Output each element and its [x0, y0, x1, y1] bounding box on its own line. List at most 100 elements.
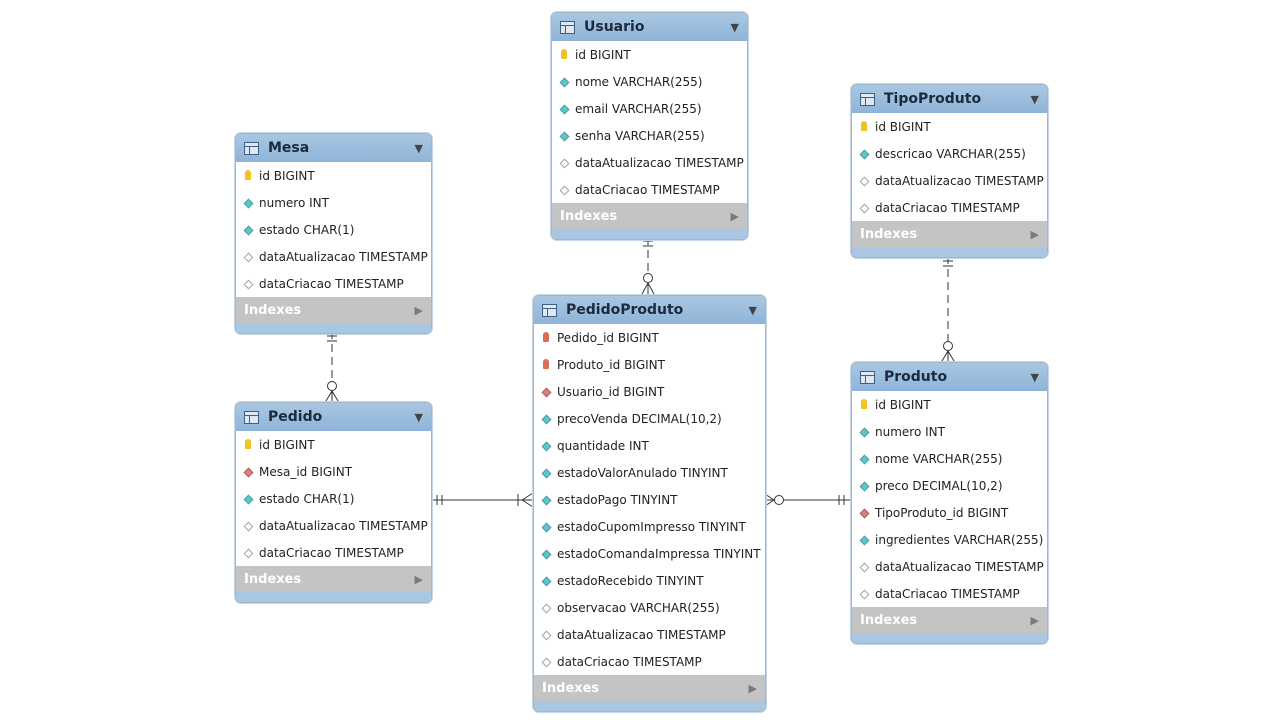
column-label: id BIGINT: [575, 47, 631, 62]
column-row[interactable]: numero INT: [852, 418, 1047, 445]
indexes-section[interactable]: Indexes ▶: [236, 297, 431, 323]
table-usuario[interactable]: Usuario ▼ id BIGINT nome VARCHAR(255) emai…: [551, 12, 748, 240]
chevron-down-icon[interactable]: ▼: [414, 141, 423, 155]
nullable-column-icon: [243, 250, 253, 264]
column-row[interactable]: dataAtualizacao TIMESTAMP: [236, 243, 431, 270]
column-label: estadoRecebido TINYINT: [557, 573, 704, 588]
column-row[interactable]: dataAtualizacao TIMESTAMP: [534, 621, 765, 648]
expand-arrow-icon[interactable]: ▶: [414, 572, 423, 586]
nullable-column-icon: [559, 183, 569, 197]
table-tipoproduto[interactable]: TipoProduto ▼ id BIGINT descricao VARCHAR…: [851, 84, 1048, 258]
column-row[interactable]: dataCriacao TIMESTAMP: [852, 580, 1047, 607]
column-row[interactable]: dataCriacao TIMESTAMP: [236, 539, 431, 566]
column-label: email VARCHAR(255): [575, 101, 702, 116]
column-label: Usuario_id BIGINT: [557, 384, 665, 399]
column-row[interactable]: dataCriacao TIMESTAMP: [552, 176, 747, 203]
nullable-column-icon: [859, 560, 869, 574]
table-pedidoproduto[interactable]: PedidoProduto ▼ Pedido_id BIGINT Produto_…: [533, 295, 766, 712]
indexes-section[interactable]: Indexes ▶: [236, 566, 431, 592]
chevron-down-icon[interactable]: ▼: [1030, 92, 1039, 106]
column-row[interactable]: estadoCupomImpresso TINYINT: [534, 513, 765, 540]
column-row[interactable]: dataCriacao TIMESTAMP: [852, 194, 1047, 221]
column-row[interactable]: dataCriacao TIMESTAMP: [534, 648, 765, 675]
column-list: id BIGINT descricao VARCHAR(255) dataAtual…: [852, 113, 1047, 221]
expand-arrow-icon[interactable]: ▶: [414, 303, 423, 317]
column-row[interactable]: id BIGINT: [236, 431, 431, 458]
column-row[interactable]: estado CHAR(1): [236, 485, 431, 512]
table-header[interactable]: PedidoProduto ▼: [534, 296, 765, 324]
indexes-section[interactable]: Indexes ▶: [534, 675, 765, 701]
column-row[interactable]: estadoPago TINYINT: [534, 486, 765, 513]
relationship-produto-pedidoproduto: [764, 493, 851, 507]
table-header[interactable]: Mesa ▼: [236, 134, 431, 162]
table-footer: [236, 592, 431, 602]
column-row[interactable]: senha VARCHAR(255): [552, 122, 747, 149]
column-row[interactable]: estado CHAR(1): [236, 216, 431, 243]
table-header[interactable]: Pedido ▼: [236, 403, 431, 431]
column-row[interactable]: id BIGINT: [236, 162, 431, 189]
column-row[interactable]: nome VARCHAR(255): [852, 445, 1047, 472]
column-label: estadoCupomImpresso TINYINT: [557, 519, 746, 534]
column-label: dataCriacao TIMESTAMP: [259, 276, 404, 291]
column-row[interactable]: preco DECIMAL(10,2): [852, 472, 1047, 499]
foreign-key-icon: [243, 465, 253, 479]
not-null-column-icon: [243, 492, 253, 506]
column-row[interactable]: precoVenda DECIMAL(10,2): [534, 405, 765, 432]
column-row[interactable]: estadoValorAnulado TINYINT: [534, 459, 765, 486]
column-row[interactable]: id BIGINT: [852, 391, 1047, 418]
chevron-down-icon[interactable]: ▼: [748, 303, 757, 317]
column-row[interactable]: Usuario_id BIGINT: [534, 378, 765, 405]
column-row[interactable]: id BIGINT: [552, 41, 747, 68]
column-row[interactable]: dataAtualizacao TIMESTAMP: [552, 149, 747, 176]
column-row[interactable]: TipoProduto_id BIGINT: [852, 499, 1047, 526]
chevron-down-icon[interactable]: ▼: [1030, 370, 1039, 384]
column-row[interactable]: dataAtualizacao TIMESTAMP: [852, 167, 1047, 194]
column-row[interactable]: quantidade INT: [534, 432, 765, 459]
not-null-column-icon: [541, 493, 551, 507]
expand-arrow-icon[interactable]: ▶: [730, 209, 739, 223]
table-icon: [560, 20, 575, 34]
table-header[interactable]: TipoProduto ▼: [852, 85, 1047, 113]
indexes-section[interactable]: Indexes ▶: [852, 221, 1047, 247]
nullable-column-icon: [541, 628, 551, 642]
column-row[interactable]: Produto_id BIGINT: [534, 351, 765, 378]
indexes-section[interactable]: Indexes ▶: [552, 203, 747, 229]
chevron-down-icon[interactable]: ▼: [730, 20, 739, 34]
column-row[interactable]: dataAtualizacao TIMESTAMP: [852, 553, 1047, 580]
table-footer: [236, 323, 431, 333]
column-row[interactable]: dataCriacao TIMESTAMP: [236, 270, 431, 297]
column-label: dataCriacao TIMESTAMP: [575, 182, 720, 197]
column-label: observacao VARCHAR(255): [557, 600, 720, 615]
primary-key-icon: [243, 169, 253, 183]
column-row[interactable]: id BIGINT: [852, 113, 1047, 140]
expand-arrow-icon[interactable]: ▶: [748, 681, 757, 695]
table-icon: [244, 410, 259, 424]
indexes-section[interactable]: Indexes ▶: [852, 607, 1047, 633]
column-row[interactable]: descricao VARCHAR(255): [852, 140, 1047, 167]
not-null-column-icon: [859, 533, 869, 547]
table-header[interactable]: Usuario ▼: [552, 13, 747, 41]
column-label: descricao VARCHAR(255): [875, 146, 1026, 161]
column-row[interactable]: Mesa_id BIGINT: [236, 458, 431, 485]
table-footer: [852, 247, 1047, 257]
expand-arrow-icon[interactable]: ▶: [1030, 613, 1039, 627]
not-null-column-icon: [541, 520, 551, 534]
column-row[interactable]: numero INT: [236, 189, 431, 216]
expand-arrow-icon[interactable]: ▶: [1030, 227, 1039, 241]
column-row[interactable]: estadoRecebido TINYINT: [534, 567, 765, 594]
chevron-down-icon[interactable]: ▼: [414, 410, 423, 424]
column-row[interactable]: observacao VARCHAR(255): [534, 594, 765, 621]
indexes-label: Indexes: [542, 680, 600, 696]
column-row[interactable]: email VARCHAR(255): [552, 95, 747, 122]
column-row[interactable]: nome VARCHAR(255): [552, 68, 747, 95]
column-label: Produto_id BIGINT: [557, 357, 665, 372]
column-row[interactable]: Pedido_id BIGINT: [534, 324, 765, 351]
not-null-column-icon: [541, 466, 551, 480]
column-row[interactable]: ingredientes VARCHAR(255): [852, 526, 1047, 553]
column-row[interactable]: dataAtualizacao TIMESTAMP: [236, 512, 431, 539]
table-header[interactable]: Produto ▼: [852, 363, 1047, 391]
column-row[interactable]: estadoComandaImpressa TINYINT: [534, 540, 765, 567]
